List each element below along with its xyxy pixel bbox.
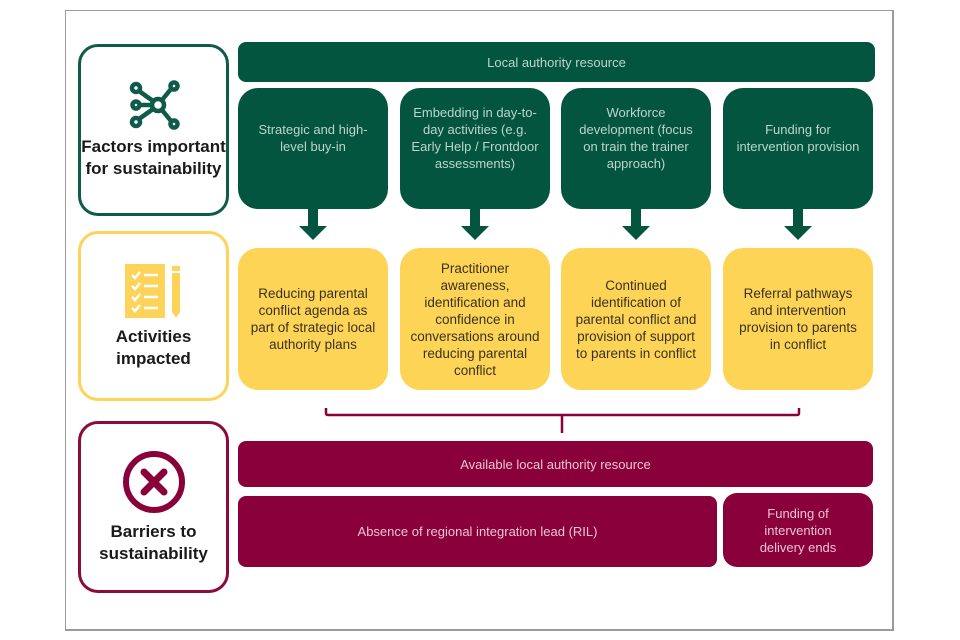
- activity-card-text: Reducing parental conflict agenda as par…: [250, 286, 376, 352]
- activity-card: Reducing parental conflict agenda as par…: [238, 248, 388, 390]
- factor-card: Funding for intervention provision: [723, 88, 873, 209]
- section-activities-title: Activities impacted: [115, 327, 192, 368]
- activity-card: Continued identification of parental con…: [561, 248, 711, 390]
- factor-card-text: Embedding in day-to-day activities (e.g.…: [411, 104, 539, 171]
- factor-card: Strategic and high-level buy-in: [238, 88, 388, 209]
- factor-card-text: Strategic and high-level buy-in: [258, 121, 368, 154]
- down-arrow-icon: [784, 208, 812, 240]
- factor-card-text: Workforce development (focus on train th…: [579, 104, 693, 171]
- factors-header-bar: Local authority resource: [238, 42, 875, 82]
- barrier-available-resource: Available local authority resource: [238, 441, 873, 487]
- section-activities: Activities impacted: [78, 231, 229, 401]
- factors-header-label: Local authority resource: [487, 54, 626, 70]
- bracket-connector: [324, 408, 801, 433]
- activity-card-text: Referral pathways and intervention provi…: [739, 286, 857, 352]
- x-circle-icon: [122, 451, 185, 513]
- barrier-funding-ends: Funding of intervention delivery ends: [723, 493, 873, 567]
- activity-card: Practitioner awareness, identification a…: [400, 248, 550, 390]
- barrier-absence-ril-text: Absence of regional integration lead (RI…: [357, 524, 598, 539]
- activity-card-text: Continued identification of parental con…: [575, 277, 697, 361]
- section-barriers: Barriers to sustainability: [78, 421, 229, 593]
- activity-card: Referral pathways and intervention provi…: [723, 248, 873, 390]
- factor-card: Workforce development (focus on train th…: [561, 88, 711, 209]
- section-factors: Factors important for sustainability: [78, 44, 229, 216]
- network-hub-icon: [129, 80, 180, 130]
- section-barriers-title: Barriers to sustainability: [99, 522, 208, 563]
- barrier-funding-ends-text: Funding of intervention delivery ends: [759, 505, 837, 555]
- down-arrow-icon: [461, 208, 489, 240]
- barrier-available-resource-text: Available local authority resource: [460, 456, 651, 472]
- down-arrow-icon: [622, 208, 650, 240]
- barrier-absence-ril: Absence of regional integration lead (RI…: [238, 496, 717, 567]
- activity-card-text: Practitioner awareness, identification a…: [410, 260, 540, 378]
- down-arrow-icon: [299, 208, 327, 240]
- section-factors-title: Factors important for sustainability: [81, 137, 226, 178]
- factor-card: Embedding in day-to-day activities (e.g.…: [400, 88, 550, 209]
- checklist-pencil-icon: [124, 264, 180, 318]
- factor-card-text: Funding for intervention provision: [736, 121, 860, 154]
